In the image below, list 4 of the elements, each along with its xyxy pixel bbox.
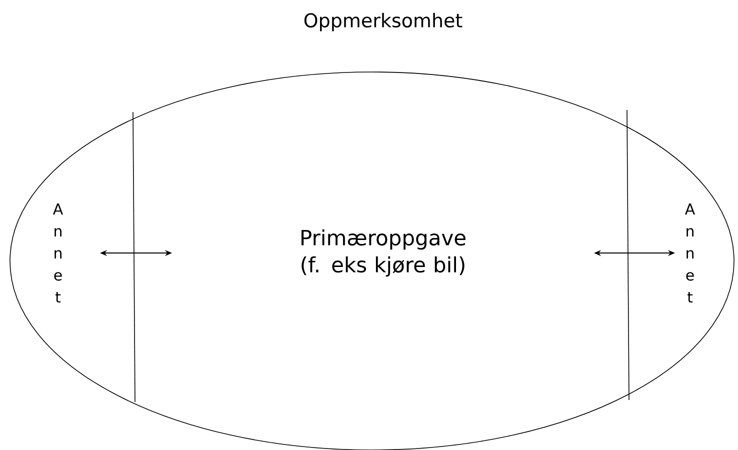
vertical-label: Annet — [52, 204, 63, 302]
vertical-label: Annet — [685, 204, 695, 302]
node-label: Oppmerksomhet — [304, 12, 462, 32]
task-label: Primæroppgave (f. eks kjøre bil) — [302, 229, 466, 277]
